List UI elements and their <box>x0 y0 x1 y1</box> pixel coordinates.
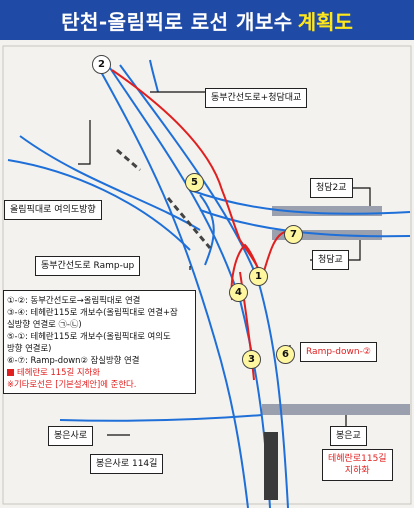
title-bar: 탄천-올림픽로 로선 개보수 계획도 <box>0 0 414 40</box>
dash-b <box>166 197 212 249</box>
legend-box: ①-②: 동부간선도로→올림픽대로 연결 ③-④: 테헤란115로 개보수(올림… <box>3 290 196 394</box>
legend-line-6: ⑥-⑦: Ramp-down② 잠실방향 연결 <box>7 355 140 365</box>
label-teheran115: 테헤란로115길 지하화 <box>322 449 393 481</box>
label-rampup: 동부간선도로 Ramp-up <box>35 256 141 276</box>
point-4: 4 <box>229 283 248 302</box>
red-route-1 <box>111 69 263 279</box>
road-olympic-w1 <box>19 135 201 231</box>
point-6: 6 <box>276 345 295 364</box>
legend-line-3: 실방향 연결로 ㉠-㉡) <box>7 319 82 329</box>
legend-line-1: ①-②: 동부간선도로→올림픽대로 연결 <box>7 295 141 305</box>
dashed-markers <box>116 148 212 249</box>
legend-line-4: ⑤-①: 테헤란115로 개보수(올림픽대로 여의도 <box>7 331 171 341</box>
leader-olympic <box>78 120 91 165</box>
label-teheran115-line2: 지하화 <box>344 466 370 476</box>
label-olympic-yeouido: 올림픽대로 여의도방향 <box>4 200 102 220</box>
legend-line-5: 방향 연결로) <box>7 343 52 353</box>
label-rampdown: Ramp-down-② <box>300 342 377 362</box>
legend-red-square-icon <box>7 369 14 376</box>
bridge-bongeun <box>262 404 410 415</box>
road-bongeun-w <box>59 414 263 422</box>
label-bongeun-right: 봉은교 <box>330 426 367 446</box>
road-east <box>119 64 289 508</box>
label-cheongdam2: 청담2교 <box>310 178 353 198</box>
page-title: 탄천-올림픽로 로선 개보수 <box>61 9 293 34</box>
label-bongeun-left: 봉은사로 <box>48 426 94 446</box>
label-cheongdam: 청담교 <box>312 250 349 270</box>
dash-a <box>116 148 141 172</box>
red-route-2 <box>230 243 263 301</box>
bridge-cheongdam2 <box>272 206 382 216</box>
label-teheran115-line1: 테헤란로115길 <box>328 454 387 464</box>
legend-line-8: ※기타로선은 [기본설계안]에 준한다. <box>7 379 137 389</box>
leader-cheongdam2 <box>350 187 371 206</box>
label-dongbu-cheongdam: 동부간선도로+청담대교 <box>205 88 308 108</box>
legend-line-2: ③-④: 테헤란115로 개보수(올림픽대로 연결+잠 <box>7 307 178 317</box>
point-3: 3 <box>242 350 261 369</box>
road-olympic-e1 <box>189 189 411 215</box>
point-5: 5 <box>185 173 204 192</box>
road-top <box>149 59 159 93</box>
label-bongeun114: 봉은사로 114길 <box>90 454 164 474</box>
point-2: 2 <box>92 55 111 74</box>
blue-roads <box>7 59 411 508</box>
map-frame <box>2 45 412 505</box>
road-olympic-w2 <box>7 159 191 251</box>
road-main-left <box>99 69 249 508</box>
page-title-highlight: 계획도 <box>297 9 353 34</box>
point-7: 7 <box>284 225 303 244</box>
legend-line-7: 테헤란로 115길 지하화 <box>7 366 192 378</box>
legend-line-7-text: 테헤란로 115길 지하화 <box>17 367 100 377</box>
tunnel-segment <box>264 432 278 500</box>
road-connector <box>199 194 215 266</box>
route-map <box>2 45 412 508</box>
point-1: 1 <box>249 267 268 286</box>
